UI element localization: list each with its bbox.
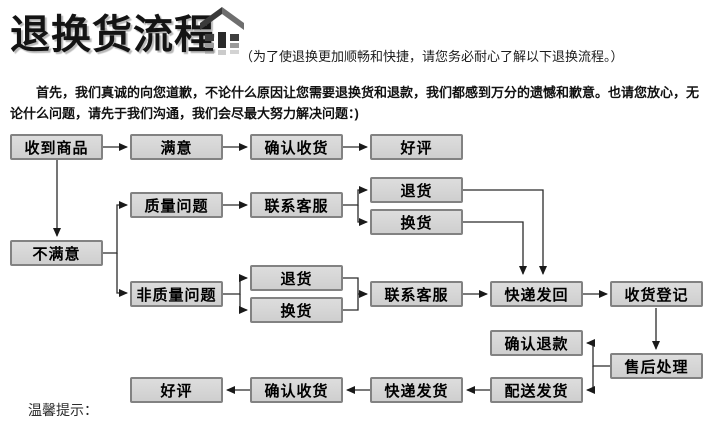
page-title-reflection: 退换货流程 [10,28,215,44]
page-title: 退换货流程 [10,13,215,57]
node-receipt-register: 收货登记 [610,281,703,307]
page-subtitle: （为了使退换更加顺畅和快捷，请您务必耐心了解以下退换流程。） [240,49,624,64]
node-satisfied: 满意 [130,134,223,160]
node-confirm-receipt-2: 确认收货 [250,377,343,403]
node-praise-2: 好评 [130,377,223,403]
node-received: 收到商品 [10,134,103,160]
node-non-quality-issue: 非质量问题 [130,281,223,307]
house-icon [200,7,244,55]
node-contact-cs-1: 联系客服 [250,192,343,218]
intro-line-2: 论什么问题，请先于我们沟通，我们会尽最大努力解决问题：) [10,106,359,121]
node-exchange-1: 换货 [370,209,463,235]
node-contact-cs-2: 联系客服 [370,281,463,307]
node-praise-1: 好评 [370,134,463,160]
intro-paragraph: 首先，我们真诚的向您道歉，不论什么原因让您需要退换货和退款，我们都感到万分的遗憾… [10,82,708,124]
node-confirm-refund: 确认退款 [490,330,583,356]
node-exchange-2: 换货 [250,297,343,323]
node-unsatisfied: 不满意 [10,240,103,266]
node-return-1: 退货 [370,177,463,203]
node-dispatch-ship: 配送发货 [490,377,583,403]
node-express-back: 快递发回 [490,281,583,307]
node-express-ship: 快递发货 [370,377,463,403]
node-after-sale-handle: 售后处理 [610,353,703,379]
warm-tips-label: 温馨提示： [28,402,98,418]
node-quality-issue: 质量问题 [130,192,223,218]
intro-line-1: 首先，我们真诚的向您道歉，不论什么原因让您需要退换货和退款，我们都感到万分的遗憾… [36,85,700,100]
node-confirm-receipt-1: 确认收货 [250,134,343,160]
node-return-2: 退货 [250,265,343,291]
